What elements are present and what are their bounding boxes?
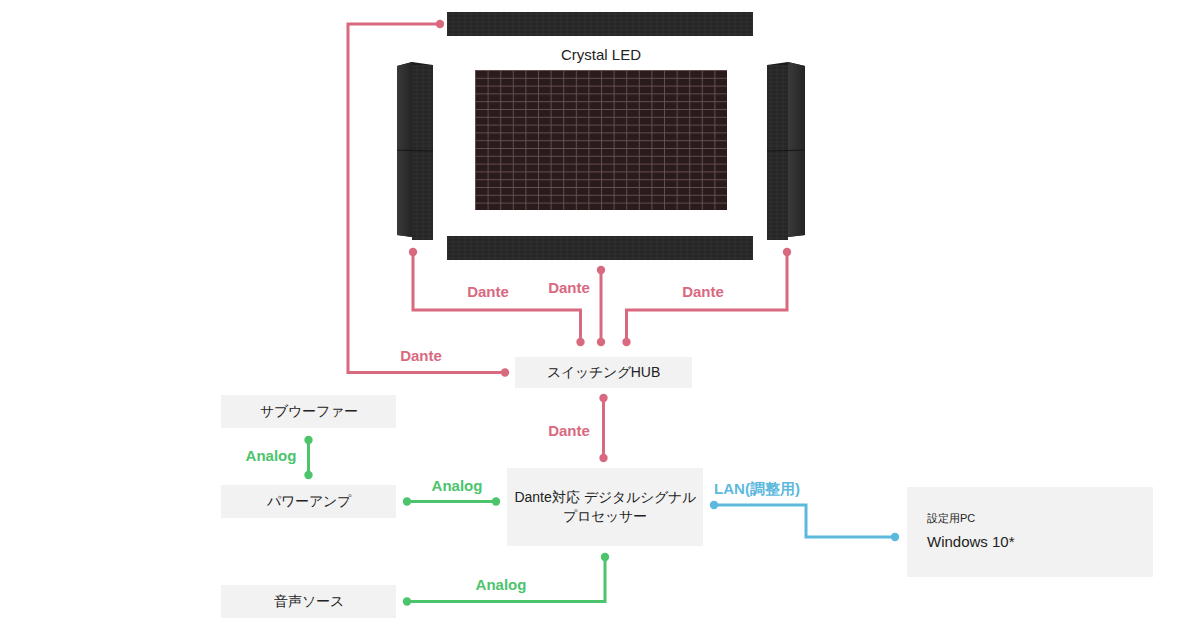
device-box: サブウーファー: [221, 395, 396, 428]
node-label: Dante対応 デジタルシグナル プロセッサー: [507, 488, 703, 526]
endpoint-dot: [576, 338, 584, 346]
signal-label: Dante: [546, 422, 592, 440]
device-box: パワーアンプ: [221, 485, 396, 518]
connector-group: [403, 497, 500, 505]
endpoint-dot: [601, 553, 609, 561]
node-label: パワーアンプ: [267, 492, 351, 511]
signal-connector: [600, 270, 603, 342]
right-column-speaker: [767, 62, 805, 240]
top-bar-speaker: [447, 12, 753, 36]
signal-connector: [407, 500, 496, 503]
endpoint-dot: [599, 454, 607, 462]
node-label: サブウーファー: [260, 402, 358, 421]
processor-box: Dante対応 デジタルシグナル プロセッサー: [507, 468, 703, 546]
signal-connector: [307, 440, 310, 475]
endpoint-dot: [783, 248, 791, 256]
signal-label: Dante: [680, 283, 726, 301]
signal-label: Analog: [474, 576, 529, 594]
connector-group: [710, 501, 899, 541]
endpoint-dot: [304, 436, 312, 444]
signal-label: Dante: [465, 283, 511, 301]
switching-hub-box: スイッチングHUB: [515, 357, 692, 388]
led-screen: [475, 70, 727, 210]
endpoint-dot: [597, 338, 605, 346]
connector-group: [599, 394, 607, 462]
endpoint-dot: [492, 497, 500, 505]
bottom-bar-speaker: [447, 236, 753, 260]
endpoint-dot: [622, 338, 630, 346]
signal-label: Analog: [430, 477, 485, 495]
connector-group: [597, 266, 605, 346]
connector-group: [348, 20, 509, 377]
signal-label: Dante: [546, 279, 592, 297]
left-column-speaker: [397, 62, 433, 240]
signal-connector: [602, 398, 605, 458]
connector-group: [304, 436, 312, 479]
endpoint-dot: [597, 266, 605, 274]
connector-group: [622, 248, 791, 346]
device-box: 音声ソース: [221, 585, 396, 618]
endpoint-dot: [599, 394, 607, 402]
signal-connector: [348, 24, 505, 373]
node-sublabel: Windows 10*: [927, 532, 1015, 552]
pc-panel: 設定用PC Windows 10*: [907, 487, 1153, 577]
signal-label: LAN(調整用): [712, 480, 802, 498]
endpoint-dot: [409, 248, 417, 256]
node-label: スイッチングHUB: [547, 363, 661, 382]
endpoint-dot: [501, 368, 509, 376]
connector-group: [403, 553, 609, 606]
signal-label: Analog: [244, 447, 299, 465]
signal-connector: [413, 252, 581, 342]
endpoint-dot: [891, 533, 899, 541]
node-label: 音声ソース: [274, 592, 344, 611]
signal-connector: [714, 505, 895, 537]
signal-label: Dante: [398, 347, 444, 365]
endpoint-dot: [403, 497, 411, 505]
signal-connector: [407, 557, 605, 602]
endpoint-dot: [436, 20, 444, 28]
connector-group: [409, 248, 585, 346]
signal-connector: [627, 252, 788, 342]
node-label: 設定用PC: [927, 511, 975, 526]
node-label: Crystal LED: [557, 45, 645, 65]
endpoint-dot: [403, 597, 411, 605]
led-system: Crystal LED: [397, 12, 805, 262]
endpoint-dot: [304, 471, 312, 479]
endpoint-dot: [710, 501, 718, 509]
